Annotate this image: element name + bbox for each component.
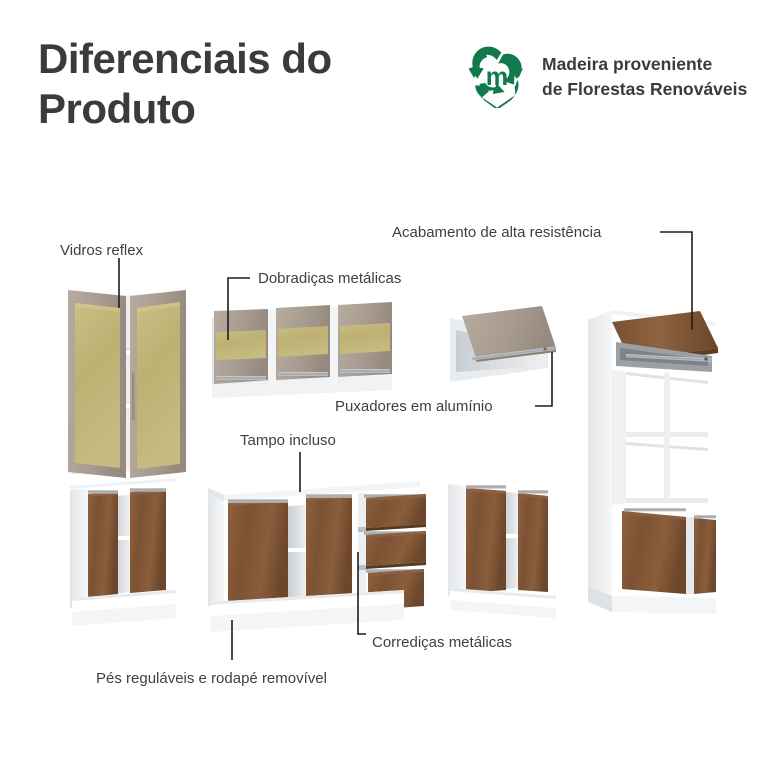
leader-puxadores	[535, 352, 553, 407]
leader-lines	[118, 231, 693, 660]
svg-text:m: m	[486, 63, 508, 91]
callout-acabamento-alta-resistencia: Acabamento de alta resistência	[392, 224, 602, 241]
flip-wall-cabinet-trio	[212, 302, 392, 398]
callout-corredicas-metalicas: Corrediças metálicas	[372, 634, 513, 651]
page-title: Diferenciais do Produto	[38, 35, 332, 132]
glass-wall-cabinet	[68, 286, 186, 478]
callout-pes-regulaveis: Pés reguláveis e rodapé removível	[96, 670, 327, 687]
callout-tampo-incluso: Tampo incluso	[240, 432, 336, 449]
leader-acabamento	[660, 231, 693, 330]
base-cabinet-center	[208, 474, 426, 632]
callout-vidros-reflex: Vidros reflex	[60, 242, 144, 259]
tall-oven-tower	[588, 310, 718, 614]
base-cabinet-right	[448, 476, 556, 618]
callout-dobradicas-metalicas: Dobradiças metálicas	[258, 270, 402, 287]
base-cabinet-left	[70, 478, 176, 626]
eco-label: Madeira proveniente de Florestas Renováv…	[542, 54, 748, 99]
leader-corredicas	[357, 552, 366, 635]
leader-dobradicas	[227, 277, 250, 340]
callout-puxadores-aluminio: Puxadores em alumínio	[335, 398, 493, 415]
recycling-heart-m-icon: m	[468, 46, 524, 108]
flip-wall-cabinet-solo	[450, 306, 560, 382]
eco-badge: m Madeira proveniente de Florestas Renov…	[466, 46, 747, 108]
